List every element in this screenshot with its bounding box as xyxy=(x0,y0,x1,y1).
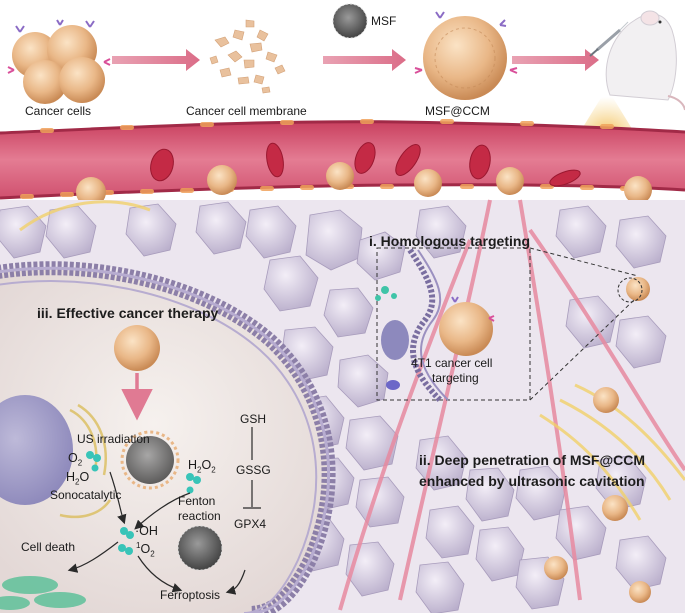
ultrasound-cone xyxy=(580,88,634,132)
cancer-cells-cluster xyxy=(7,19,111,104)
hydroxyl-radical-label: ·OH xyxy=(135,524,158,538)
pipeline-arrow-3 xyxy=(512,49,599,71)
h2o-label: H2O xyxy=(66,470,90,487)
membrane-fragments xyxy=(209,19,286,94)
o2-label: O2 xyxy=(68,451,83,468)
pipeline-arrow-1 xyxy=(112,49,200,71)
gsh-label: GSH xyxy=(240,412,267,426)
cancer-cell-membrane-label: Cancer cell membrane xyxy=(186,104,307,118)
deep-penetration-title-line2: enhanced by ultrasonic cavitation xyxy=(419,473,645,489)
h2o2-label: H2O2 xyxy=(188,458,216,475)
targeting-label-line2: targeting xyxy=(432,371,479,385)
gssg-label: GSSG xyxy=(236,463,271,477)
mouse-illustration xyxy=(589,10,685,111)
targeting-inset xyxy=(375,247,643,403)
therapy-title: iii. Effective cancer therapy xyxy=(37,305,219,321)
cell-death-label: Cell death xyxy=(21,540,76,554)
reaction-label: reaction xyxy=(178,509,221,523)
msf-particle xyxy=(332,3,368,39)
ferroptosis-label: Ferroptosis xyxy=(160,588,221,602)
gpx4-label: GPX4 xyxy=(234,517,267,531)
deep-penetration-title-line1: ii. Deep penetration of MSF@CCM xyxy=(419,452,645,468)
msf-ccm-particle xyxy=(414,11,518,100)
sonocatalytic-label: Sonocatalytic xyxy=(50,488,122,502)
us-irradiation-label: US irradiation xyxy=(77,432,150,446)
tumor-cell xyxy=(0,261,336,613)
targeting-label-line1: 4T1 cancer cell xyxy=(411,356,493,370)
pipeline-row xyxy=(7,3,685,132)
fenton-label: Fenton xyxy=(178,494,216,508)
blood-vessel xyxy=(0,119,685,207)
homologous-targeting-title: i. Homologous targeting xyxy=(369,233,530,249)
msf-label: MSF xyxy=(371,14,397,28)
cancer-cells-label: Cancer cells xyxy=(25,104,92,118)
msf-ccm-label: MSF@CCM xyxy=(425,104,490,118)
singlet-oxygen-label: 1O2 xyxy=(136,541,155,559)
pipeline-arrow-2 xyxy=(323,49,406,71)
